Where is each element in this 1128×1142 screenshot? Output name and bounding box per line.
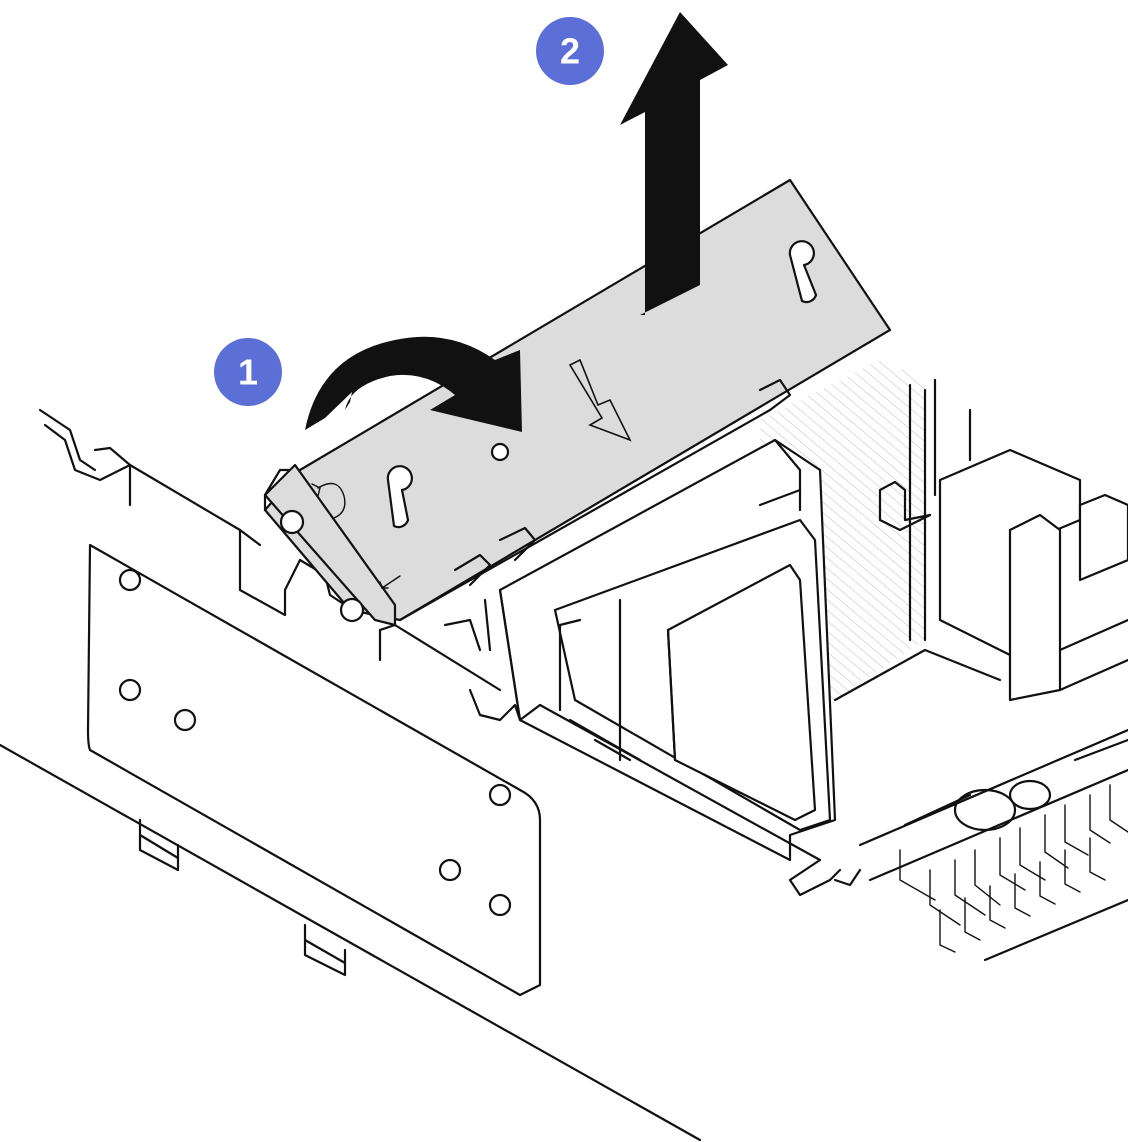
callout-label-1: 1: [238, 352, 258, 393]
air-baffle: [263, 178, 892, 627]
thumb-screws: [118, 568, 512, 917]
callout-label-2: 2: [560, 31, 580, 72]
heatsink-module: [443, 438, 837, 862]
callout-badge-1: 1: [214, 338, 282, 406]
rotate-arrow-icon: [305, 336, 522, 432]
dimm-connectors: [858, 728, 1128, 962]
callout-badge-2: 2: [536, 17, 604, 85]
front-bracket: [0, 408, 862, 1142]
lift-arrow-icon: [620, 12, 728, 315]
